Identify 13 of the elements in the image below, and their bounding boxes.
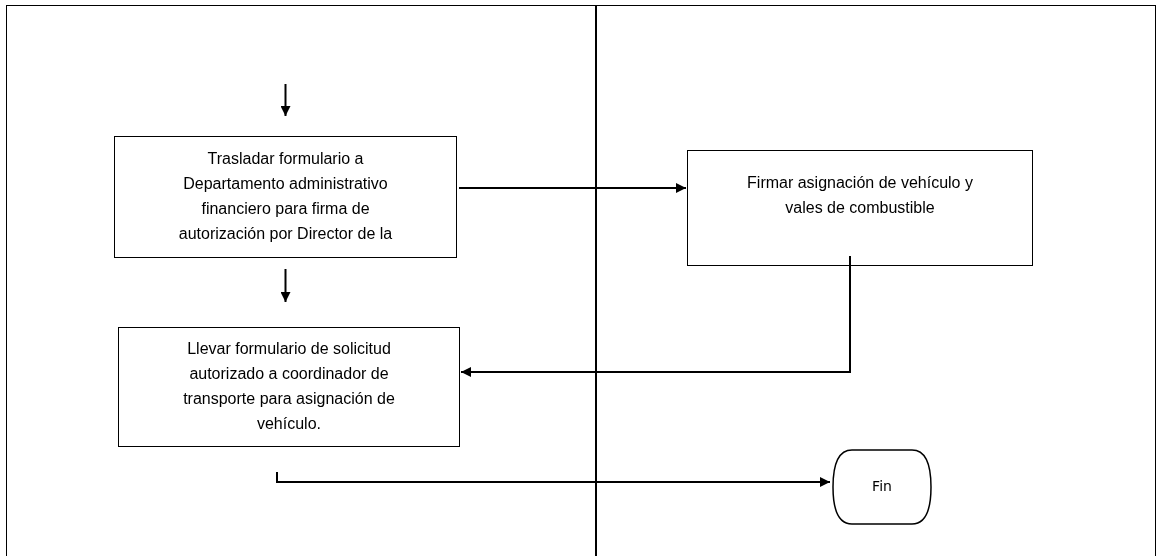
process-box — [118, 327, 460, 447]
arrow — [280, 83, 291, 117]
arrow — [280, 268, 291, 303]
node-text: Trasladar formulario a Departamento administrativo financiero para firma de autorización por Director de la — [177, 149, 394, 244]
process-box — [114, 136, 457, 258]
arrow — [458, 183, 687, 193]
arrow — [460, 255, 851, 377]
node-text: Firmar asignación de vehículo y vales de combustible — [746, 173, 974, 218]
arrow — [276, 471, 831, 487]
node-text: Llevar formulario de solicitud autorizado a coordinador de transporte para asignación de vehículo. — [182, 339, 396, 434]
node-text: Fin — [872, 477, 892, 497]
process-box — [687, 150, 1033, 266]
terminal-shape — [832, 449, 932, 525]
